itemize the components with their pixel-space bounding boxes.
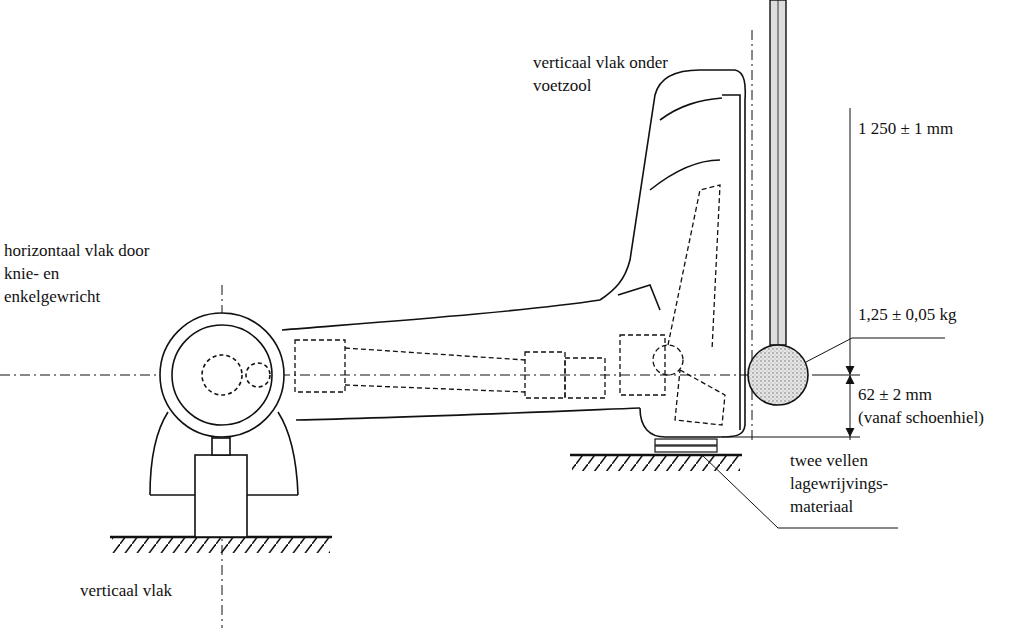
plane-label: verticaal vlak <box>80 580 230 603</box>
material-label: twee vellen lagewrijvings- materiaal <box>790 450 908 519</box>
plane-label: verticaal vlak onder voetzool <box>533 52 668 98</box>
dimension-label: 1 250 ± 1 mm <box>858 118 1018 141</box>
plane-label: horizontaal vlak door knie- en enkelgewr… <box>4 240 154 309</box>
mass-label: 1,25 ± 0,05 kg <box>858 304 1023 327</box>
dimension-label: 62 ± 2 mm <box>858 384 1023 407</box>
dimension-note: (vanaf schoenhiel) <box>858 407 1023 430</box>
